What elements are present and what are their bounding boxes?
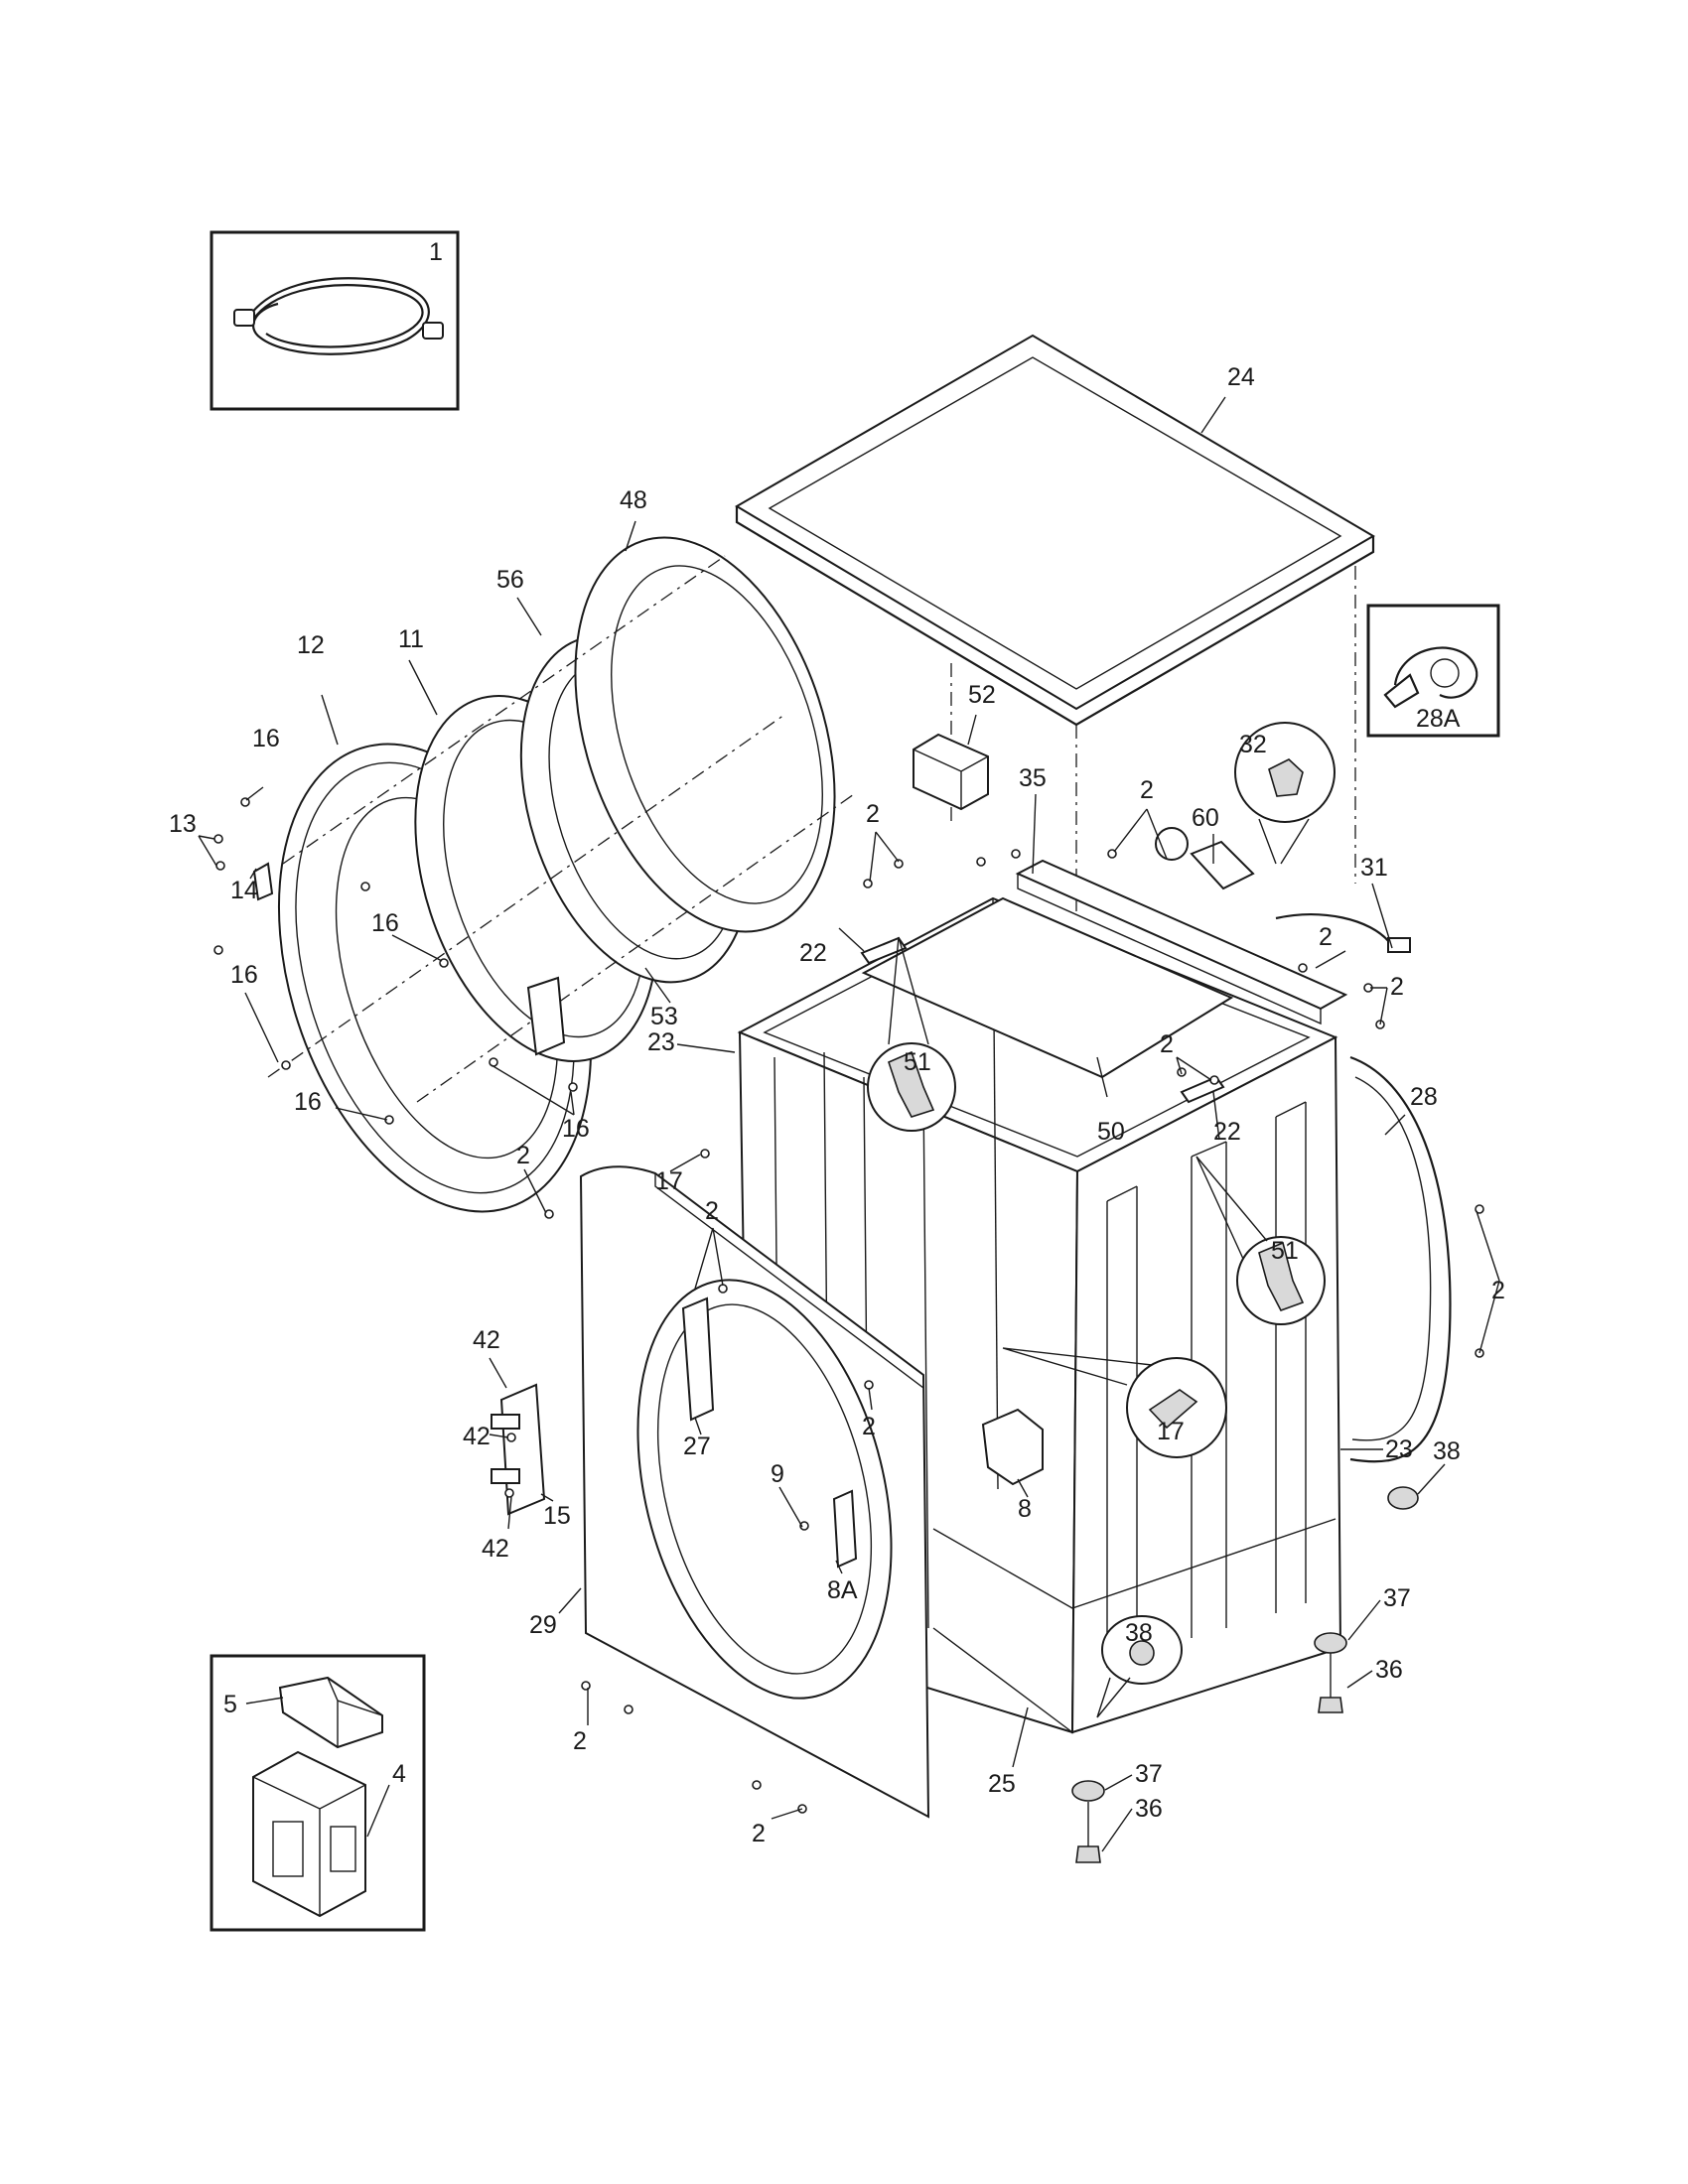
callout-31: 31: [1360, 854, 1388, 882]
leveling-foot-left: [1071, 1780, 1105, 1863]
callout-29: 29: [529, 1611, 557, 1639]
callout-16-d: 16: [562, 1115, 590, 1143]
callout-52: 52: [968, 681, 996, 709]
callout-60: 60: [1192, 804, 1219, 832]
callout-17-a: 17: [655, 1167, 683, 1195]
door-hinge: [491, 1383, 546, 1516]
callout-13: 13: [169, 810, 197, 838]
callout-25: 25: [988, 1770, 1016, 1798]
callout-2-h: 2: [1491, 1277, 1505, 1304]
clamp-illustration: [1383, 646, 1478, 709]
callout-23-a: 23: [647, 1028, 675, 1056]
callout-32: 32: [1239, 731, 1267, 758]
callout-2-f: 2: [516, 1142, 530, 1169]
callout-2-i: 2: [862, 1413, 876, 1440]
detail-circle-32: [1234, 722, 1336, 865]
power-cord: [1275, 913, 1411, 953]
callout-22-a: 22: [799, 939, 827, 967]
callout-53: 53: [650, 1003, 678, 1030]
callout-50: 50: [1097, 1118, 1125, 1146]
callout-37-a: 37: [1383, 1584, 1411, 1612]
front-panel: [579, 1165, 930, 1819]
inset-inlet-hose: [210, 230, 460, 411]
screws: [213, 797, 1484, 1814]
callout-2-a: 2: [1140, 776, 1154, 804]
callout-1: 1: [429, 238, 443, 266]
callout-56: 56: [496, 566, 524, 594]
callout-16-b: 16: [371, 909, 399, 937]
callout-24: 24: [1227, 363, 1255, 391]
callout-42-b: 42: [463, 1423, 491, 1450]
detail-circle-51-right: [1196, 1156, 1326, 1325]
callout-51-a: 51: [904, 1048, 931, 1076]
door-inner-trim: [574, 536, 836, 933]
inset-clamp: [1366, 604, 1500, 738]
callout-8: 8: [1018, 1495, 1032, 1523]
callout-51-b: 51: [1271, 1237, 1299, 1265]
callout-2-k: 2: [752, 1820, 766, 1847]
door-latch: [252, 862, 274, 901]
callout-labels: 1 24 48 56 12 11 16 13 14 16 16 16 16 53…: [169, 238, 1505, 1847]
callout-2-d: 2: [1390, 973, 1404, 1001]
leader-lines: [198, 396, 1500, 1852]
detail-circle-51-left: [867, 936, 956, 1132]
callout-16-c: 16: [230, 961, 258, 989]
callout-16-a: 16: [252, 725, 280, 752]
callout-2-b: 2: [866, 800, 880, 828]
callout-28A: 28A: [1416, 705, 1461, 733]
door-hinge-block: [526, 976, 566, 1056]
rear-cover: [1349, 1055, 1452, 1463]
rear-rail: [1015, 859, 1348, 1025]
top-bracket-left: [860, 936, 908, 965]
callout-38-b: 38: [1125, 1619, 1153, 1647]
detergent-box: [913, 733, 989, 811]
callout-9: 9: [771, 1460, 784, 1488]
callout-48: 48: [620, 486, 647, 514]
inlet-hose-illustration: [233, 277, 444, 355]
callout-23-b: 23: [1385, 1435, 1413, 1463]
callout-2-c: 2: [1319, 923, 1333, 951]
top-panel: [735, 334, 1375, 913]
callout-42-c: 42: [482, 1535, 509, 1563]
callout-38-a: 38: [1433, 1437, 1461, 1465]
control-board-housing-illustration: [252, 1750, 366, 1918]
callout-42-a: 42: [473, 1326, 500, 1354]
wire-harness: [981, 1408, 1044, 1486]
callout-28: 28: [1410, 1083, 1438, 1111]
callout-11: 11: [398, 625, 424, 653]
callout-37-b: 37: [1135, 1760, 1163, 1788]
callout-2-e: 2: [1160, 1030, 1174, 1058]
inner-bracket: [681, 1297, 715, 1422]
control-board-cover-illustration: [278, 1676, 383, 1749]
callout-2-g: 2: [705, 1197, 719, 1225]
callout-17-b: 17: [1157, 1418, 1185, 1445]
door-assembly: [252, 536, 855, 1213]
callout-27: 27: [683, 1433, 711, 1460]
rear-bracket: [1155, 827, 1255, 890]
door-lock: [832, 1489, 858, 1569]
callout-35: 35: [1019, 764, 1047, 792]
detail-circle-17: [1002, 1347, 1227, 1458]
callout-22-b: 22: [1213, 1118, 1241, 1146]
callout-8A: 8A: [827, 1576, 858, 1604]
callout-12: 12: [297, 631, 325, 659]
detail-circle-38: [1096, 1615, 1183, 1718]
callout-16-e: 16: [294, 1088, 322, 1116]
callout-36-a: 36: [1375, 1656, 1403, 1684]
callout-4: 4: [392, 1760, 406, 1788]
callout-5: 5: [223, 1691, 237, 1718]
callout-14: 14: [230, 877, 258, 904]
callout-2-j: 2: [573, 1727, 587, 1755]
callout-15: 15: [543, 1502, 571, 1530]
callout-36-b: 36: [1135, 1795, 1163, 1823]
leveling-foot-right: [1314, 1486, 1419, 1713]
inset-control-board: [210, 1654, 426, 1932]
